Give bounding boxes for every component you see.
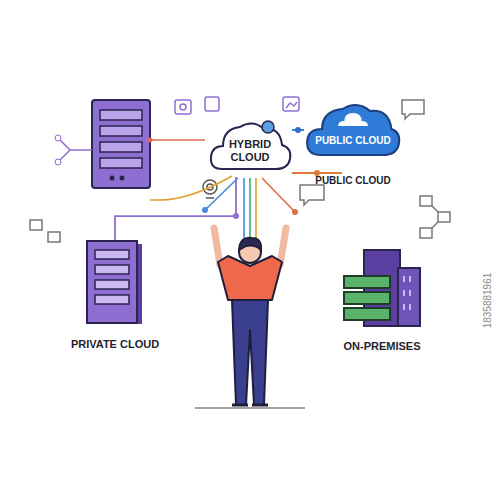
public-cloud: PUBLIC CLOUDPUBLIC CLOUD (304, 99, 402, 161)
node-label: PRIVATE CLOUD (71, 338, 159, 351)
node-outline (304, 99, 402, 161)
person-figure (195, 228, 305, 408)
node-outline (86, 240, 144, 326)
connector-dot (295, 127, 301, 133)
node-label: ON-PREMISES (343, 340, 420, 353)
watermark-number: 1835881961 (482, 273, 493, 329)
node-outline (342, 248, 422, 328)
connector-dot (233, 213, 239, 219)
small-icons (30, 97, 450, 242)
connector-line (115, 177, 236, 240)
server-rack (55, 100, 150, 188)
on-premises-servers: ON-PREMISES (342, 248, 422, 328)
private-cloud-server: PRIVATE CLOUD (86, 240, 144, 326)
node-title: HYBRID CLOUD (229, 138, 271, 163)
hybrid-cloud: HYBRID CLOUD (208, 117, 292, 177)
node-label: PUBLIC CLOUD (315, 175, 391, 187)
node-title: PUBLIC CLOUD (315, 135, 391, 147)
